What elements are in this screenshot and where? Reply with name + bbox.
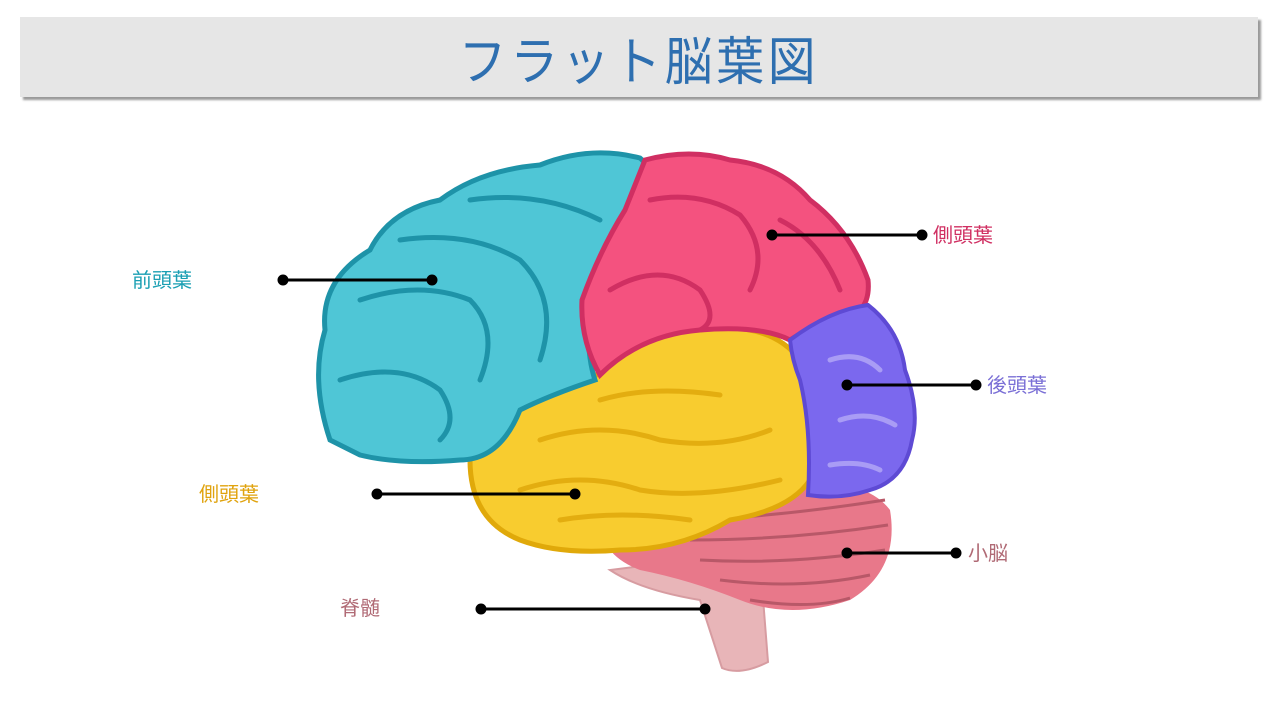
page-title: フラット脳葉図	[458, 32, 820, 93]
label-frontal-lobe: 前頭葉	[132, 268, 192, 292]
label-parietal-lobe: 側頭葉	[933, 223, 993, 247]
label-temporal-lobe: 側頭葉	[199, 482, 259, 506]
cerebellum-folds	[689, 498, 889, 607]
label-spinal-cord: 脊髄	[340, 596, 380, 620]
title-bar: フラット脳葉図	[20, 17, 1258, 97]
label-cerebellum: 小脳	[968, 541, 1008, 565]
occipital-lobe	[787, 302, 917, 499]
label-occipital-lobe: 後頭葉	[987, 373, 1047, 397]
